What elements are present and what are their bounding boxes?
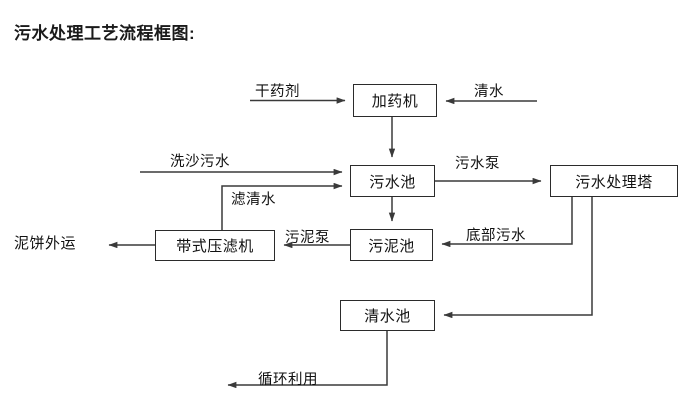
node-belt-filter-press[interactable]: 带式压滤机: [155, 230, 275, 261]
edge-label-bottom-sewage: 底部污水: [466, 228, 526, 244]
node-label: 污水处理塔: [575, 173, 653, 191]
edge-treatment-tower-to-clear-water-pool: [443, 197, 593, 319]
node-clear-water-pool[interactable]: 清水池: [340, 300, 435, 331]
node-label: 污泥池: [368, 237, 415, 255]
edge-label-filtered-clear-water: 滤清水: [231, 192, 276, 208]
node-label: 加药机: [371, 93, 419, 110]
node-sludge-pool[interactable]: 污泥池: [350, 229, 433, 261]
edge-clear-water-pool-to-recycle-use: [227, 331, 388, 389]
terminal-label-mud-cake-outbound: 泥饼外运: [14, 235, 77, 252]
edge-label-sewage-pump: 污水泵: [455, 156, 500, 172]
edge-label-sand-washing-sewage: 洗沙污水: [170, 154, 230, 170]
edge-label-sludge-pump: 污泥泵: [285, 230, 330, 246]
edge-label-clean-water: 清水: [474, 84, 504, 100]
node-dosing-machine[interactable]: 加药机: [353, 84, 437, 117]
node-label: 带式压滤机: [176, 238, 254, 255]
edge-label-dry-agent: 干药剂: [255, 84, 300, 100]
page-title: 污水处理工艺流程框图:: [14, 24, 196, 43]
edge-filtered-clear-water-to-sewage-pool: [221, 182, 343, 230]
edge-label-recycle-use: 循环利用: [258, 372, 318, 388]
edge-treatment-tower-to-sludge-pool: [441, 197, 573, 248]
node-sewage-treatment-tower[interactable]: 污水处理塔: [550, 165, 678, 197]
node-label: 清水池: [364, 308, 411, 325]
node-sewage-pool[interactable]: 污水池: [350, 165, 435, 197]
node-label: 污水池: [369, 173, 416, 191]
